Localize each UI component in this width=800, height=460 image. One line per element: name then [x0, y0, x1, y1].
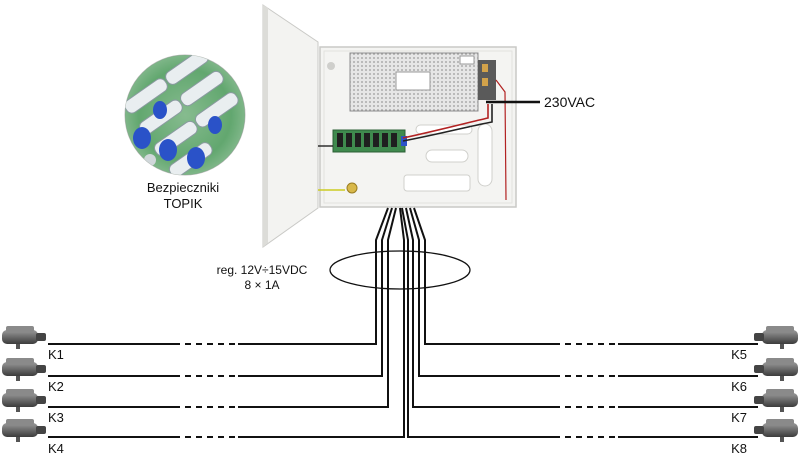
camera-k8-icon — [754, 419, 798, 442]
camera-k4-icon — [2, 419, 46, 442]
camera-label-k6: K6 — [731, 379, 747, 394]
output-spec-line1: reg. 12V÷15VDC — [217, 263, 308, 277]
cable-k3 — [48, 207, 397, 408]
cable-break-marks — [180, 342, 618, 439]
power-input-label: 230VAC — [544, 94, 595, 110]
camera-label-k5: K5 — [731, 347, 747, 362]
output-spec-line2: 8 × 1A — [244, 278, 279, 292]
output-cable-bundle — [48, 207, 758, 438]
cable-k5 — [413, 207, 758, 345]
camera-label-k4: K4 — [48, 441, 64, 456]
camera-label-k3: K3 — [48, 410, 64, 425]
cable-bundle-ellipse — [329, 250, 471, 290]
camera-k7-icon — [754, 389, 798, 412]
cable-k8 — [401, 207, 758, 438]
camera-k2-icon — [2, 358, 46, 381]
camera-k3-icon — [2, 389, 46, 412]
cable-k6 — [409, 207, 758, 377]
camera-k6-icon — [754, 358, 798, 381]
cable-k2 — [48, 207, 393, 377]
camera-label-k2: K2 — [48, 379, 64, 394]
camera-label-k8: K8 — [731, 441, 747, 456]
camera-k1-icon — [2, 326, 46, 349]
camera-k5-icon — [754, 326, 798, 349]
fuse-caption-line1: Bezpieczniki — [147, 180, 219, 195]
fuse-closeup-image — [124, 54, 246, 176]
camera-label-k7: K7 — [731, 410, 747, 425]
cable-k1 — [48, 207, 389, 345]
cable-k4 — [48, 207, 405, 438]
fuse-caption-line2: TOPIK — [164, 196, 203, 211]
camera-label-k1: K1 — [48, 347, 64, 362]
psu-enclosure-image — [262, 4, 517, 248]
